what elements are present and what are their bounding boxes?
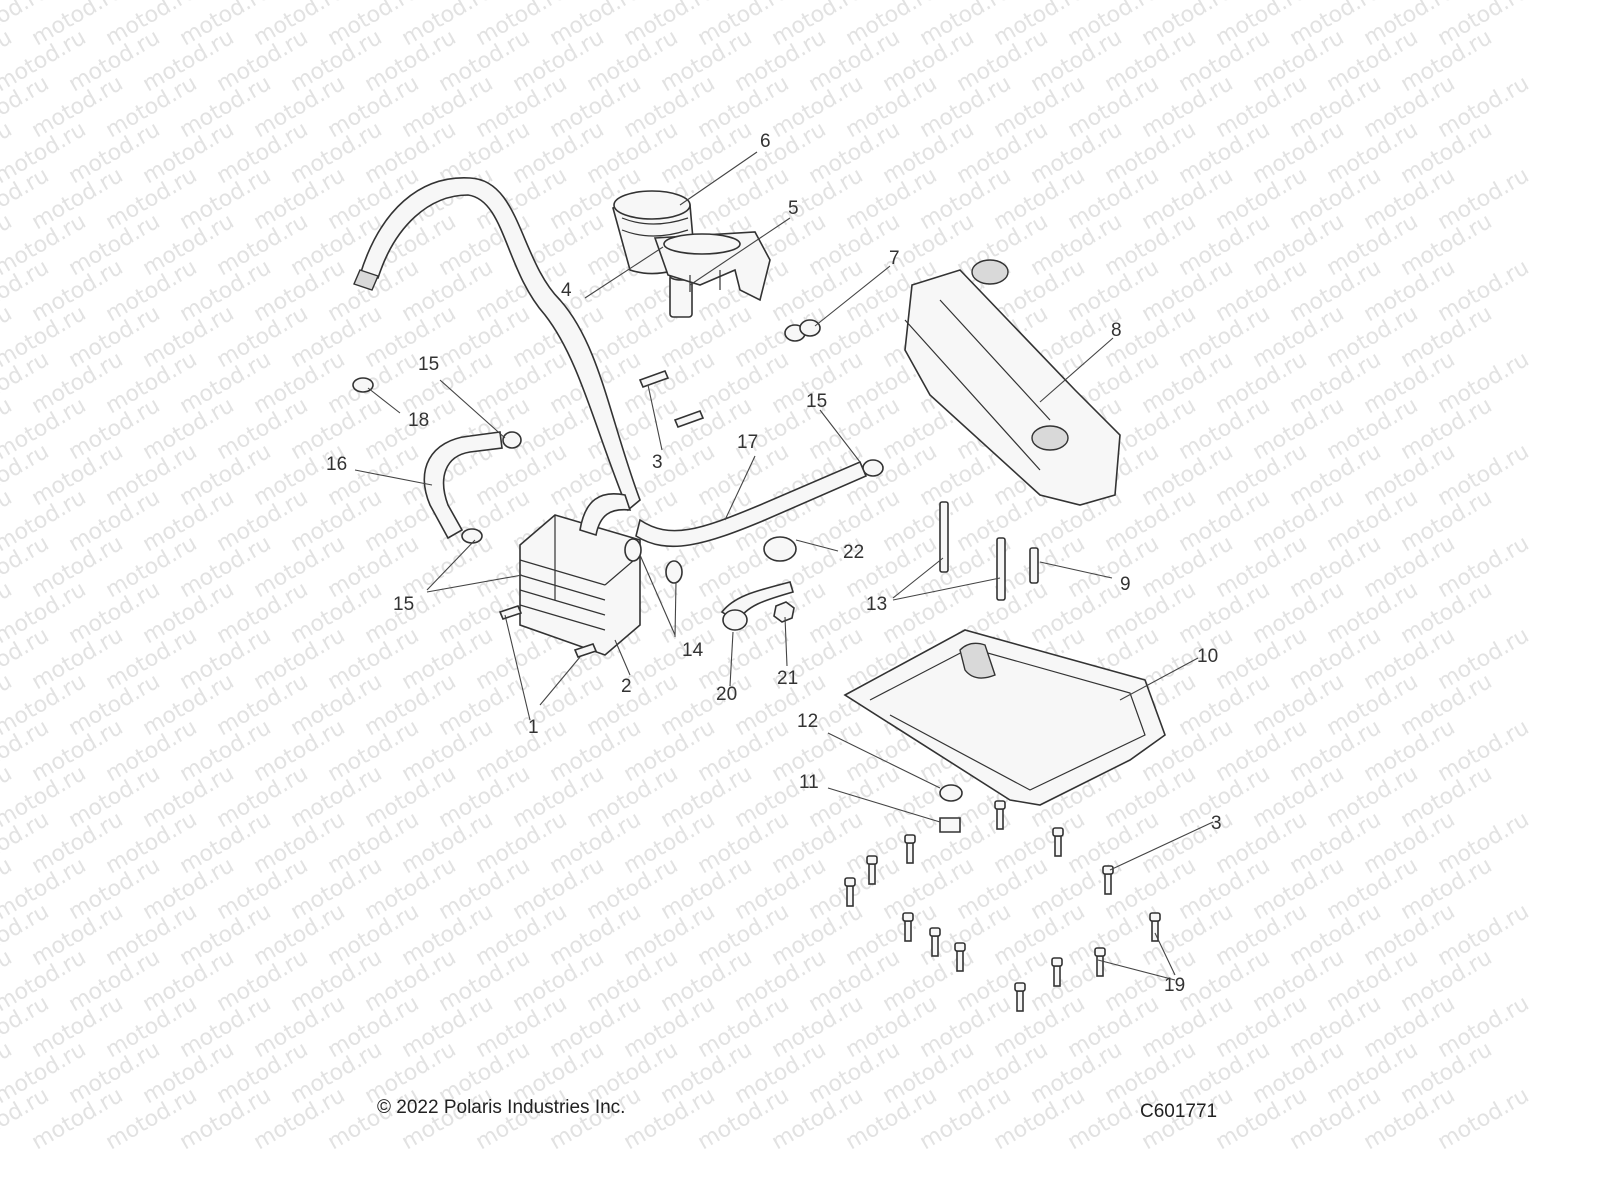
adapter-bolts: [638, 369, 705, 429]
callout-4: 4: [561, 280, 572, 301]
leader-lines: [354, 151, 1214, 981]
oil-pan: [843, 629, 1166, 806]
callout-7: 7: [889, 248, 900, 269]
figure-code: C601771: [1140, 1101, 1218, 1122]
cooler-o-rings: [624, 538, 683, 584]
long-pump-bolts: [939, 501, 1006, 601]
callout-21: 21: [777, 668, 798, 689]
pan-bolt: [1094, 947, 1106, 977]
callout-labels: 6 5 4 7 8 15 18 3 15 16 17 22 13 9 15 14…: [326, 131, 1222, 996]
bracket: [720, 581, 794, 631]
callout-14: 14: [682, 640, 704, 661]
watermark-layer: motod.rumotod.rumotod.rumotod.rumotod.ru…: [0, 0, 1533, 1155]
callout-3-lower: 3: [1211, 813, 1222, 834]
callout-20: 20: [716, 684, 737, 705]
pan-bolt: [844, 877, 856, 907]
callout-10: 10: [1197, 646, 1218, 667]
hose-clamps: [461, 431, 884, 544]
callout-8: 8: [1111, 320, 1122, 341]
callout-6: 6: [760, 131, 771, 152]
callout-3-upper: 3: [652, 452, 663, 473]
callout-16: 16: [326, 454, 347, 475]
pan-bolt: [1051, 957, 1063, 987]
pan-bolt: [994, 800, 1006, 830]
short-coolant-hose: [423, 431, 503, 540]
pan-bolt: [902, 912, 914, 942]
callout-11: 11: [799, 772, 819, 793]
drain-plug: [939, 817, 961, 833]
callout-13: 13: [866, 594, 887, 615]
pan-bolt: [1102, 865, 1114, 895]
callout-15-left: 15: [393, 594, 414, 615]
pump-bolt-short: [1029, 547, 1039, 584]
pan-bolt: [904, 834, 916, 864]
callout-22: 22: [843, 542, 864, 563]
pan-bolt: [1149, 912, 1161, 942]
callout-1: 1: [528, 717, 539, 738]
oil-pump: [904, 259, 1121, 506]
callout-18: 18: [408, 410, 429, 431]
callout-2: 2: [621, 676, 632, 697]
drain-washer: [939, 784, 963, 802]
band-clamp: [763, 536, 797, 562]
pan-bolt: [929, 927, 941, 957]
pan-bolt: [954, 942, 966, 972]
callout-17: 17: [737, 432, 758, 453]
callout-15-top: 15: [418, 354, 439, 375]
pan-bolt: [1052, 827, 1064, 857]
callout-15-right: 15: [806, 391, 827, 412]
copyright-notice: © 2022 Polaris Industries Inc.: [377, 1097, 626, 1118]
coolant-tube: [635, 460, 868, 548]
callout-12: 12: [797, 711, 818, 732]
callout-19: 19: [1164, 975, 1185, 996]
pan-bolt: [866, 855, 878, 885]
oil-cooler: [519, 493, 641, 656]
pan-bolt: [1014, 982, 1026, 1012]
filter-adapter-housing: [653, 231, 771, 302]
oil-pan-bolts: [844, 800, 1161, 1012]
callout-9: 9: [1120, 574, 1131, 595]
cooler-bolts: [498, 605, 598, 658]
o-ring-pair: [784, 319, 821, 342]
callout-5: 5: [788, 198, 799, 219]
long-coolant-hose: [353, 177, 641, 512]
bracket-nut: [773, 601, 795, 623]
